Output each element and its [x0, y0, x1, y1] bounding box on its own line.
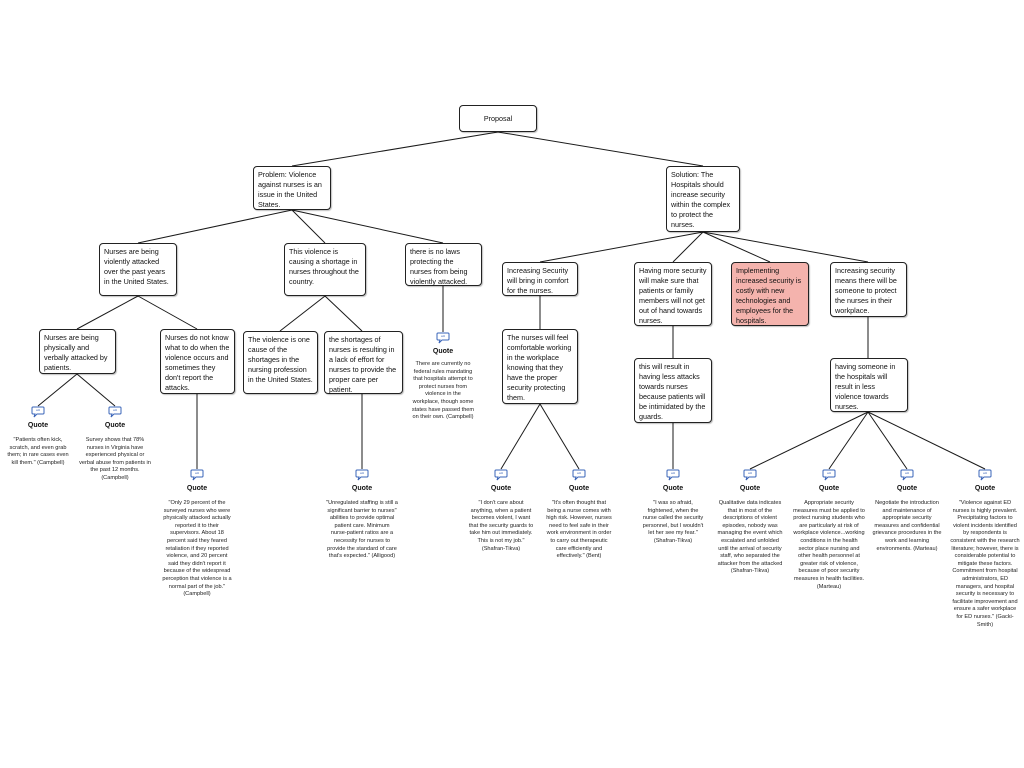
quote-bubble-icon[interactable]: “”: [494, 469, 508, 481]
quote-title: Quote: [739, 485, 761, 492]
quote-bubble-icon[interactable]: “”: [31, 406, 45, 418]
svg-text:“”: “”: [827, 471, 832, 476]
node-physically-verbally-attacked[interactable]: Nurses are being physically and verbally…: [39, 329, 116, 374]
node-feel-comfortable-label: The nurses will feel comfortable working…: [507, 333, 572, 402]
quote-text-q6: "I don't care about anything, when a pat…: [468, 500, 534, 552]
node-lack-of-effort-label: the shortages of nurses is resulting in …: [329, 335, 397, 394]
quote-title: Quote: [104, 422, 126, 429]
quote-title: Quote: [432, 348, 454, 355]
svg-text:“”: “”: [577, 471, 582, 476]
quote-bubble-icon[interactable]: “”: [978, 469, 992, 481]
quote-title: Quote: [896, 485, 918, 492]
quote-bubble-icon[interactable]: “”: [743, 469, 757, 481]
quote-title: Quote: [186, 485, 208, 492]
quote-text-q1: "Patients often kick, scratch, and even …: [7, 437, 69, 466]
node-less-attacks[interactable]: this will result in having less attacks …: [634, 358, 712, 423]
quote-text-q7: "It's often thought that being a nurse c…: [546, 500, 612, 560]
quote-text-q4: "Unregulated staffing is still a signifi…: [326, 500, 398, 560]
node-nurse-shortage[interactable]: This violence is causing a shortage in n…: [284, 243, 366, 296]
node-dont-report-label: Nurses do not know what to do when the v…: [165, 333, 230, 392]
node-costly-security[interactable]: Implementing increased security is costl…: [731, 262, 809, 326]
node-comfort-label: Increasing Security will bring in comfor…: [507, 266, 569, 295]
node-less-violence[interactable]: having someone in the hospitals will res…: [830, 358, 908, 412]
svg-text:“”: “”: [195, 471, 200, 476]
node-someone-to-protect-label: Increasing security means there will be …: [835, 266, 897, 315]
quote-bubble-icon[interactable]: “”: [355, 469, 369, 481]
node-problem[interactable]: Problem: Violence against nurses is an i…: [253, 166, 331, 210]
node-no-laws-label: there is no laws protecting the nurses f…: [410, 247, 468, 286]
svg-text:“”: “”: [499, 471, 504, 476]
svg-text:“”: “”: [36, 408, 41, 413]
svg-text:“”: “”: [441, 334, 446, 339]
quote-text-q11: Negotiate the introduction and maintenan…: [872, 500, 942, 552]
node-more-security[interactable]: Having more security will make sure that…: [634, 262, 712, 326]
quote-bubble-icon[interactable]: “”: [436, 332, 450, 344]
svg-text:“”: “”: [360, 471, 365, 476]
quote-text-q10: Appropriate security measures must be ap…: [793, 500, 865, 590]
quote-text-q5: There are currently no federal rules man…: [411, 361, 475, 421]
node-solution-label: Solution: The Hospitals should increase …: [671, 170, 731, 229]
node-less-violence-label: having someone in the hospitals will res…: [835, 362, 896, 411]
node-proposal[interactable]: Proposal: [459, 105, 537, 132]
quote-bubble-icon[interactable]: “”: [822, 469, 836, 481]
node-nurse-shortage-label: This violence is causing a shortage in n…: [289, 247, 359, 286]
node-violence-cause-label: The violence is one cause of the shortag…: [248, 335, 313, 384]
node-no-laws[interactable]: there is no laws protecting the nurses f…: [405, 243, 482, 286]
node-lack-of-effort[interactable]: the shortages of nurses is resulting in …: [324, 331, 403, 394]
quote-title: Quote: [662, 485, 684, 492]
svg-text:“”: “”: [671, 471, 676, 476]
node-costly-security-label: Implementing increased security is costl…: [736, 266, 802, 325]
quote-bubble-icon[interactable]: “”: [572, 469, 586, 481]
quote-title: Quote: [490, 485, 512, 492]
quote-bubble-icon[interactable]: “”: [108, 406, 122, 418]
quote-bubble-icon[interactable]: “”: [666, 469, 680, 481]
node-someone-to-protect[interactable]: Increasing security means there will be …: [830, 262, 907, 317]
svg-text:“”: “”: [748, 471, 753, 476]
node-physically-verbally-attacked-label: Nurses are being physically and verbally…: [44, 333, 108, 372]
node-comfort[interactable]: Increasing Security will bring in comfor…: [502, 262, 578, 296]
node-feel-comfortable[interactable]: The nurses will feel comfortable working…: [502, 329, 578, 404]
quote-bubble-icon[interactable]: “”: [190, 469, 204, 481]
node-dont-report[interactable]: Nurses do not know what to do when the v…: [160, 329, 235, 394]
node-violent-attacks[interactable]: Nurses are being violently attacked over…: [99, 243, 177, 296]
svg-text:“”: “”: [113, 408, 118, 413]
quote-text-q9: Qualitative data indicates that in most …: [717, 500, 783, 575]
quote-title: Quote: [974, 485, 996, 492]
node-problem-label: Problem: Violence against nurses is an i…: [258, 170, 322, 209]
quote-text-q12: "Violence against ED nurses is highly pr…: [950, 500, 1020, 628]
quote-text-q2: Survey shows that 78% nurses in Virginia…: [79, 437, 151, 481]
quote-bubble-icon[interactable]: “”: [900, 469, 914, 481]
node-proposal-label: Proposal: [483, 113, 513, 123]
node-more-security-label: Having more security will make sure that…: [639, 266, 707, 325]
node-less-attacks-label: this will result in having less attacks …: [639, 362, 706, 421]
svg-text:“”: “”: [905, 471, 910, 476]
quote-text-q3: "Only 29 percent of the surveyed nurses …: [162, 500, 232, 598]
quote-title: Quote: [818, 485, 840, 492]
svg-text:“”: “”: [983, 471, 988, 476]
node-violence-cause[interactable]: The violence is one cause of the shortag…: [243, 331, 318, 394]
quote-title: Quote: [27, 422, 49, 429]
quote-title: Quote: [351, 485, 373, 492]
quote-text-q8: "I was so afraid, frightened, when the n…: [642, 500, 704, 544]
node-violent-attacks-label: Nurses are being violently attacked over…: [104, 247, 169, 286]
quote-title: Quote: [568, 485, 590, 492]
node-solution[interactable]: Solution: The Hospitals should increase …: [666, 166, 740, 232]
